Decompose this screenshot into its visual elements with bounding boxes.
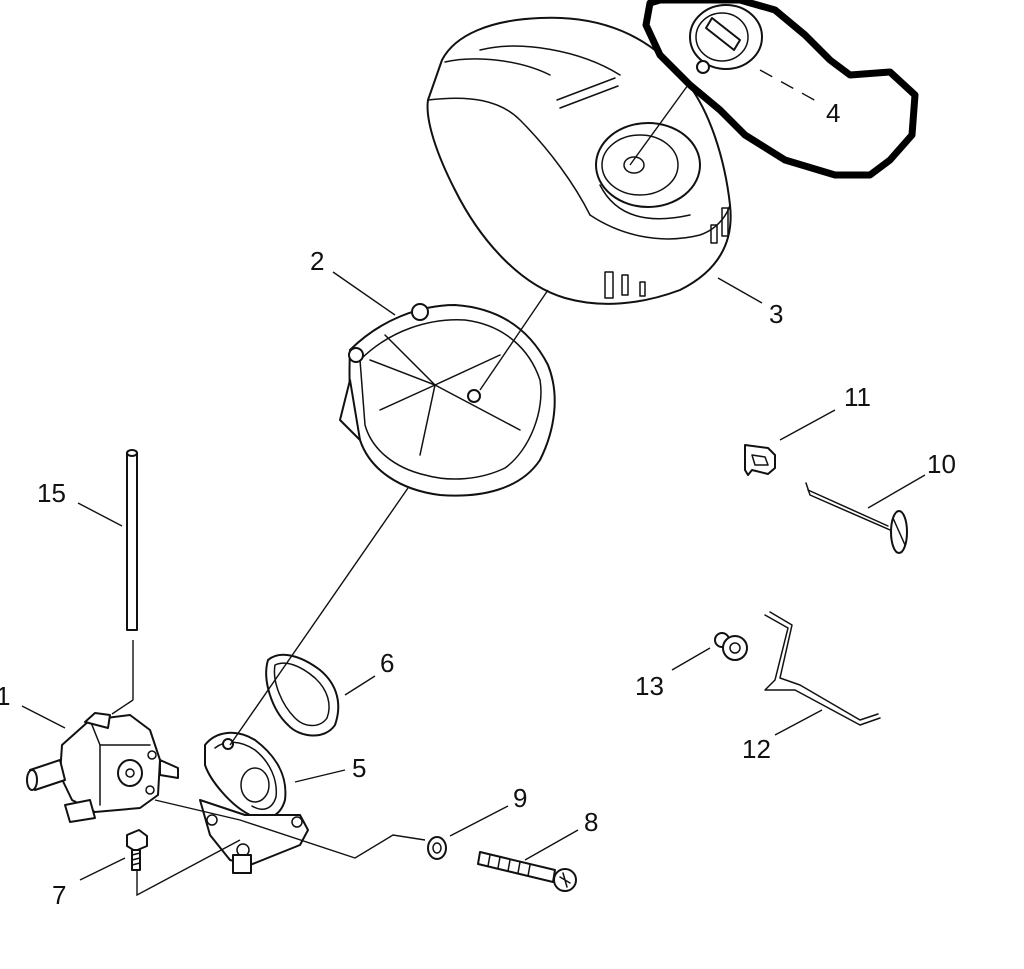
throttle-rod — [764, 611, 881, 726]
callout-15: 15 — [37, 478, 66, 508]
callout-10: 10 — [927, 449, 956, 479]
callout-13: 13 — [635, 671, 664, 701]
callout-4: 4 — [826, 98, 840, 128]
long-bolt — [477, 851, 577, 892]
grommet — [714, 632, 748, 661]
clip — [744, 444, 776, 476]
callout-7: 7 — [52, 880, 66, 910]
callout-2: 2 — [310, 246, 324, 276]
callout-3: 3 — [769, 299, 783, 329]
callout-8: 8 — [584, 807, 598, 837]
leader-lines — [21, 69, 926, 897]
callout-12: 12 — [742, 734, 771, 764]
callout-numbers: 4 2 3 11 10 15 6 13 1 12 5 9 8 7 — [0, 98, 956, 910]
air-filter-cover — [426, 16, 732, 305]
callout-5: 5 — [352, 753, 366, 783]
intake-adapter — [199, 731, 309, 874]
air-filter — [339, 303, 556, 497]
tube — [126, 449, 138, 631]
carburetor — [26, 712, 179, 823]
callout-9: 9 — [513, 783, 527, 813]
cover-knob — [689, 4, 763, 74]
callout-6: 6 — [380, 648, 394, 678]
washer — [427, 836, 447, 860]
callout-11: 11 — [844, 382, 871, 412]
choke-rod — [805, 482, 908, 554]
screw-small — [126, 829, 148, 871]
highlight-outline — [642, 0, 919, 179]
gasket — [265, 653, 340, 737]
callout-1: 1 — [0, 681, 10, 711]
